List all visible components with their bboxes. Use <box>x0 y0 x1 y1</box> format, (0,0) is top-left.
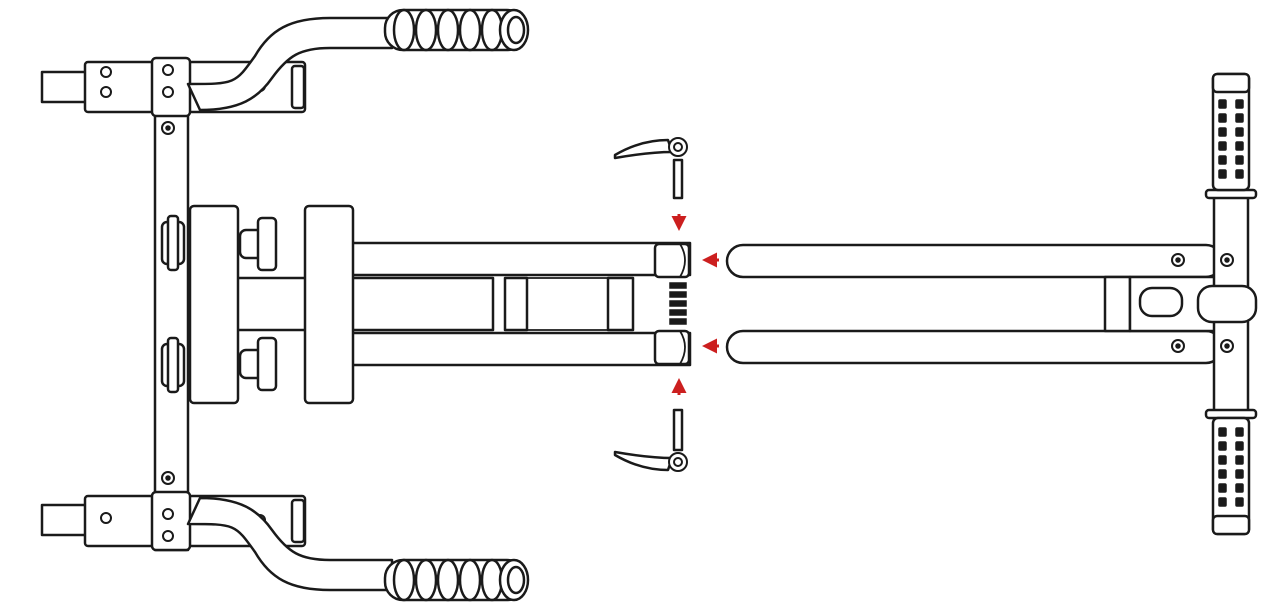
frame-rails <box>173 241 692 367</box>
handle-arm-top <box>40 8 530 118</box>
main-frame <box>40 8 692 602</box>
foot-bar <box>1196 72 1258 536</box>
quick-release-pin-bottom <box>613 408 688 472</box>
grip-top <box>383 8 530 52</box>
handle-arm-bottom <box>40 490 530 602</box>
grip-bottom <box>383 558 530 602</box>
frame-column <box>153 58 190 552</box>
slide-plates <box>160 204 355 405</box>
foot-grip-top <box>1211 72 1251 192</box>
assembly-arrows <box>671 214 719 395</box>
quick-release-pin-top <box>613 137 688 200</box>
rail-extension <box>725 72 1258 536</box>
foot-grip-bottom <box>1211 416 1251 536</box>
